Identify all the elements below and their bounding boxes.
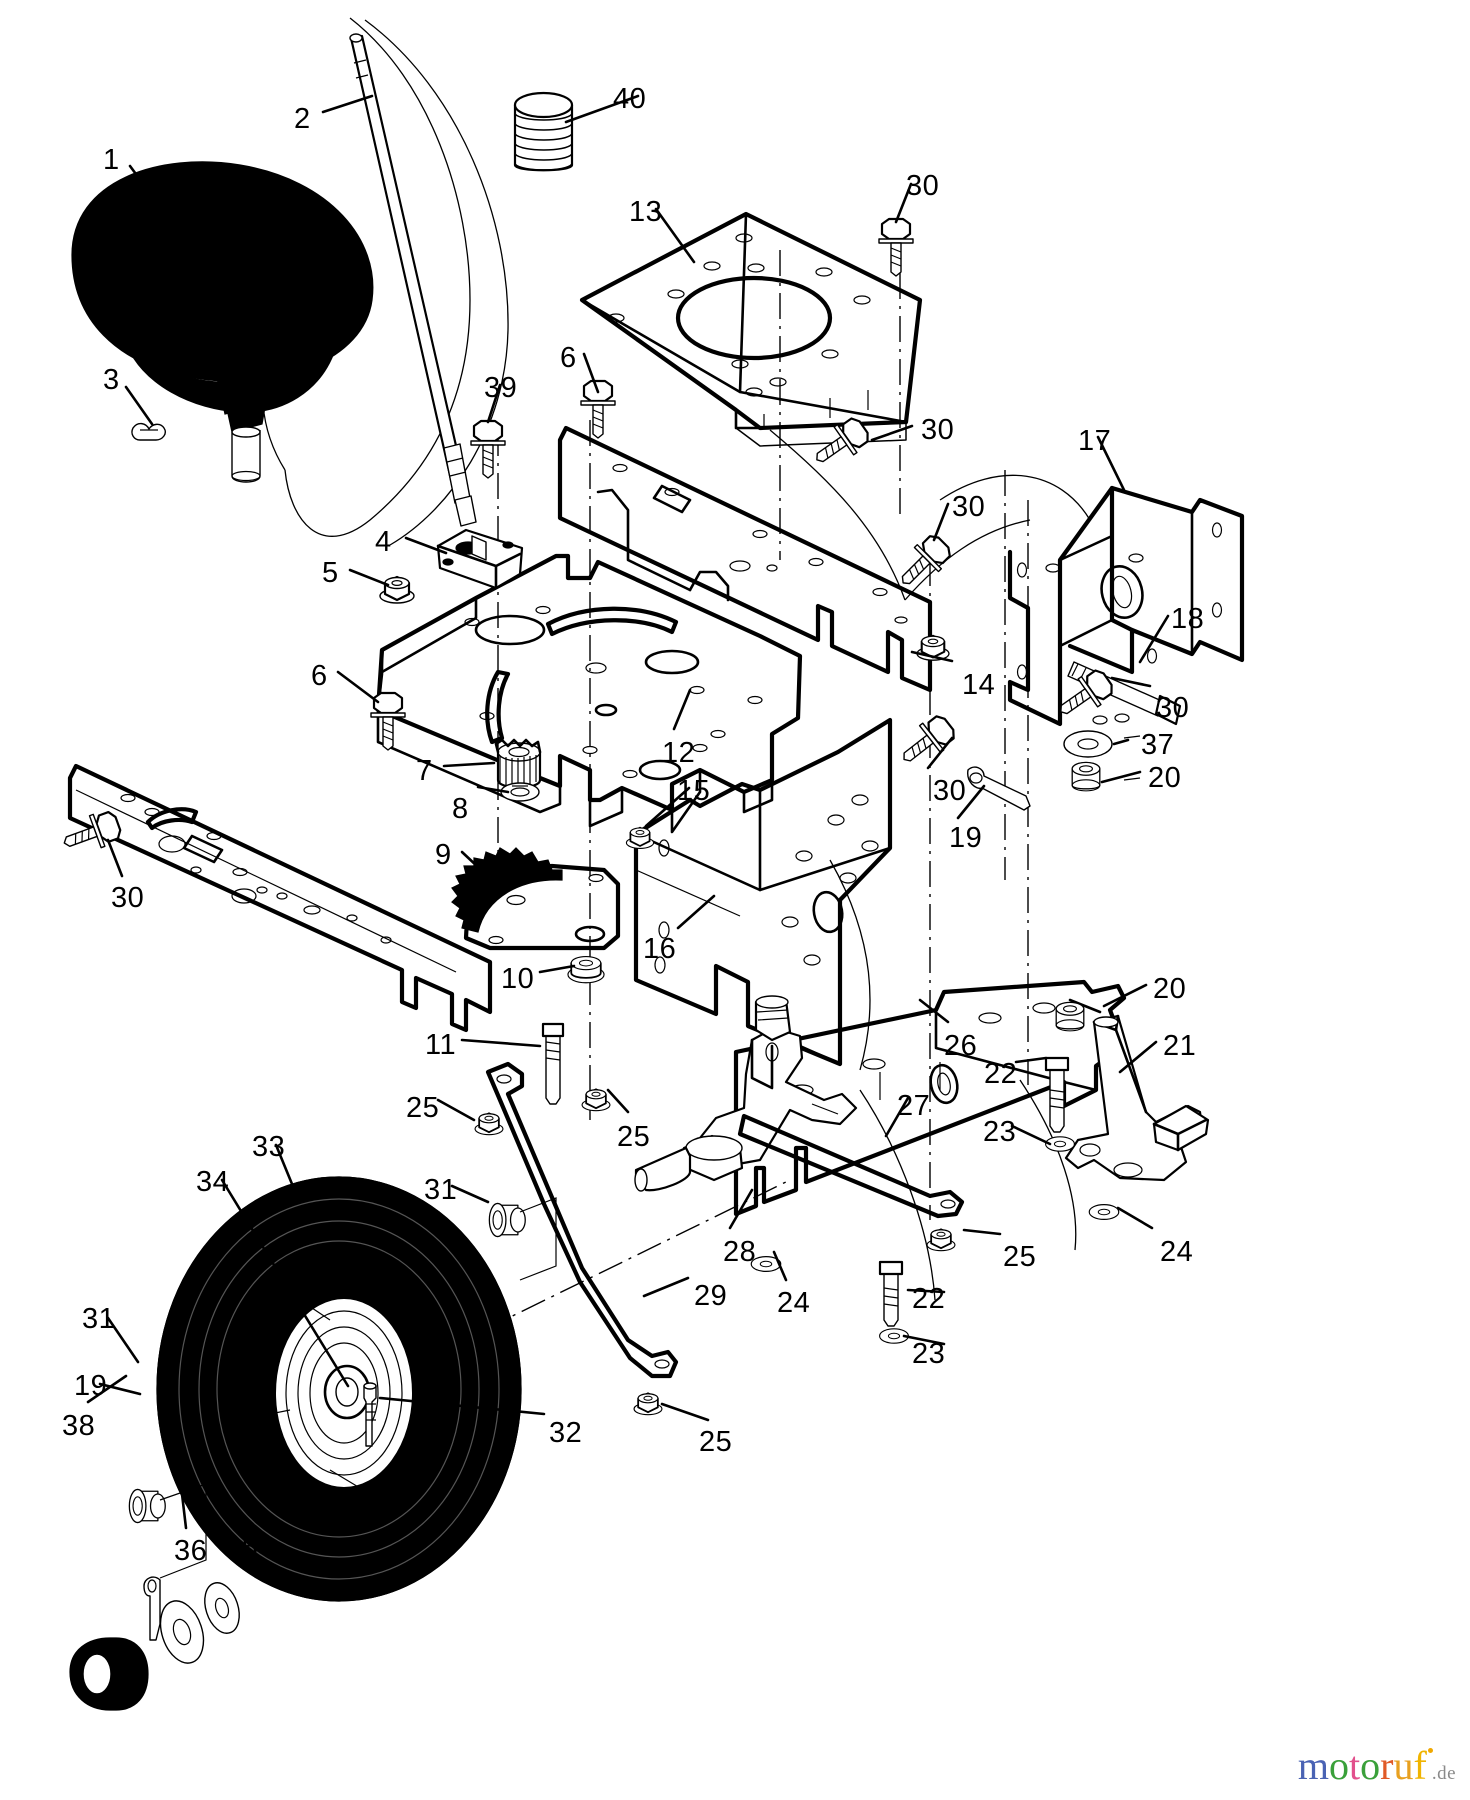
part-spindle-bushing-20b xyxy=(1055,1001,1085,1032)
part-rear-rail xyxy=(557,425,933,693)
callout-27: 27 xyxy=(897,1090,931,1122)
callout-30a: 30 xyxy=(906,170,940,202)
callout-25a: 25 xyxy=(406,1092,440,1124)
callout-31b: 31 xyxy=(82,1303,116,1335)
callout-16: 16 xyxy=(643,933,677,965)
callout-36: 36 xyxy=(174,1535,208,1567)
bolt-22a xyxy=(1044,1056,1070,1133)
watermark-suffix: .de xyxy=(1431,1763,1456,1784)
watermark-letter-t: t xyxy=(1349,1743,1361,1788)
callout-3: 3 xyxy=(103,364,120,396)
callout-13: 13 xyxy=(629,196,663,228)
watermark-letter-o2: o xyxy=(1360,1743,1381,1788)
callout-24b: 24 xyxy=(777,1287,811,1319)
callout-37: 37 xyxy=(1141,729,1175,761)
fasteners xyxy=(57,217,1120,1416)
callout-17: 17 xyxy=(1078,425,1112,457)
callout-26: 26 xyxy=(944,1030,978,1062)
part-retaining-clip xyxy=(131,422,166,441)
callout-25d: 25 xyxy=(699,1426,733,1458)
watermark-letter-u: u xyxy=(1393,1743,1414,1788)
part-pinion-gear xyxy=(494,738,542,789)
callout-12: 12 xyxy=(662,737,696,769)
watermark-letter-r: r xyxy=(1380,1743,1394,1788)
motoruf-watermark: motoruf.de xyxy=(1298,1746,1456,1786)
callout-23b: 23 xyxy=(912,1338,946,1370)
leader-lines xyxy=(86,94,1170,1530)
callout-23a: 23 xyxy=(983,1116,1017,1148)
callout-33: 33 xyxy=(252,1131,286,1163)
callout-15: 15 xyxy=(677,775,711,807)
callout-31a: 31 xyxy=(424,1174,458,1206)
part-sector-bolt-11 xyxy=(541,1022,565,1105)
part-valve-stem xyxy=(363,1382,377,1447)
callout-30f: 30 xyxy=(111,882,145,914)
callout-21: 21 xyxy=(1163,1030,1197,1062)
callout-7: 7 xyxy=(416,755,433,787)
part-tie-rod xyxy=(737,1113,965,1219)
callout-4: 4 xyxy=(375,526,392,558)
callout-19b: 19 xyxy=(74,1370,108,1402)
callout-40: 40 xyxy=(613,83,647,115)
callout-9: 9 xyxy=(435,839,452,871)
part-cotter-pin-lower xyxy=(143,1576,161,1641)
watermark-letter-m: m xyxy=(1297,1743,1330,1788)
part-drag-link xyxy=(485,1061,679,1379)
callout-20b: 20 xyxy=(1153,973,1187,1005)
part-shaft-bearing-bracket xyxy=(436,528,524,590)
callout-24a: 24 xyxy=(1160,1236,1194,1268)
part-hub-cap xyxy=(69,1637,149,1711)
part-left-rail xyxy=(67,763,493,1033)
callout-32: 32 xyxy=(549,1417,583,1449)
part-front-wheel-assembly xyxy=(156,1176,522,1602)
watermark-letter-f: f xyxy=(1413,1743,1427,1788)
callout-8: 8 xyxy=(452,793,469,825)
part-wheel-bushings xyxy=(128,1197,557,1579)
callout-28: 28 xyxy=(723,1236,757,1268)
callout-25b: 25 xyxy=(617,1121,651,1153)
callout-38: 38 xyxy=(62,1410,96,1442)
part-steering-pivot-arm xyxy=(634,995,858,1192)
callout-5: 5 xyxy=(322,557,339,589)
callout-18: 18 xyxy=(1171,603,1205,635)
part-steering-shaft xyxy=(349,33,477,527)
callout-39: 39 xyxy=(484,372,518,404)
callout-10: 10 xyxy=(501,963,535,995)
callout-30d: 30 xyxy=(1156,692,1190,724)
callout-22a: 22 xyxy=(984,1058,1018,1090)
part-engine-support-bracket xyxy=(633,717,893,1067)
part-sector-bushing-10 xyxy=(567,955,605,984)
callout-14: 14 xyxy=(962,669,996,701)
callout-22b: 22 xyxy=(912,1283,946,1315)
part-dash-panel xyxy=(579,211,923,447)
callout-19a: 19 xyxy=(949,822,983,854)
callout-2: 2 xyxy=(294,103,311,135)
watermark-dot-icon xyxy=(1427,1748,1433,1753)
callout-30b: 30 xyxy=(921,414,955,446)
callout-25c: 25 xyxy=(1003,1241,1037,1273)
part-washers-lower xyxy=(159,1582,240,1664)
callout-34: 34 xyxy=(196,1166,230,1198)
callout-30e: 30 xyxy=(933,775,967,807)
part-spring-washer-stack xyxy=(513,91,574,172)
callout-6a: 6 xyxy=(560,342,577,374)
part-spindle-bushing-20a xyxy=(1071,761,1101,792)
part-support-plate xyxy=(375,553,803,834)
part-cotter-pin-right xyxy=(967,766,1031,811)
part-sector-gear xyxy=(451,847,621,951)
callout-1: 1 xyxy=(103,144,120,176)
part-right-spindle xyxy=(1064,1014,1210,1182)
watermark-letter-o1: o xyxy=(1329,1743,1350,1788)
callout-35: 35 xyxy=(225,1532,259,1564)
callout-29: 29 xyxy=(694,1280,728,1312)
callout-30c: 30 xyxy=(952,491,986,523)
bolt-22b xyxy=(878,1260,904,1327)
part-thrust-washer-37 xyxy=(1063,730,1113,758)
part-axle-mount-bracket xyxy=(1007,485,1245,727)
callout-6b: 6 xyxy=(311,660,328,692)
part-steering-wheel xyxy=(71,161,374,483)
callout-11: 11 xyxy=(425,1029,457,1061)
callout-20a: 20 xyxy=(1148,762,1182,794)
